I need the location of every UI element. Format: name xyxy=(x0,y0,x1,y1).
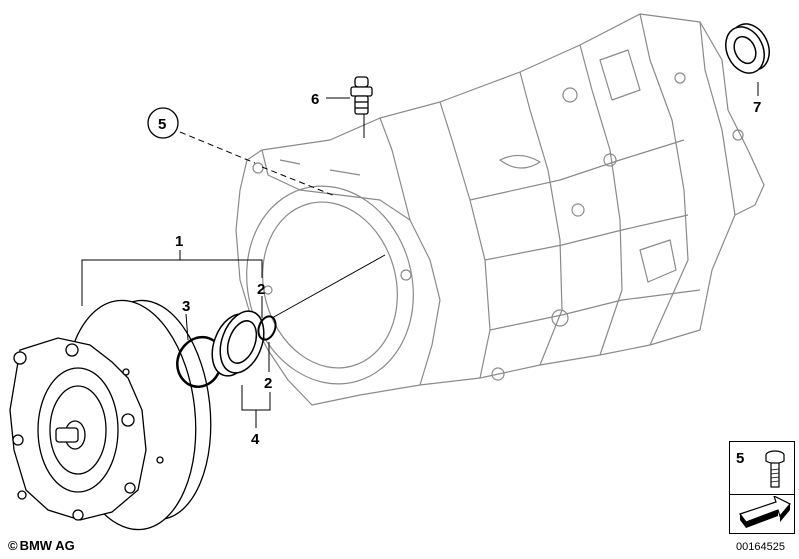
callout-3: 3 xyxy=(182,298,190,315)
shaft-seal-part xyxy=(211,310,265,377)
arrow-icon xyxy=(739,496,791,528)
leader-lines xyxy=(81,82,759,428)
copyright-text: BMW AG xyxy=(19,538,75,553)
callout-5: 5 xyxy=(158,116,166,133)
callout-1: 1 xyxy=(175,233,183,250)
inset-callout-5: 5 xyxy=(736,450,745,467)
callout-2-upper: 2 xyxy=(257,281,265,298)
callout-5-circle xyxy=(147,107,179,139)
bolt-icon xyxy=(765,450,785,488)
callout-7: 7 xyxy=(753,99,761,116)
output-seal-part xyxy=(725,23,770,74)
inset-box: 5 xyxy=(729,441,795,534)
copyright-notice: © BMW AG xyxy=(8,538,75,553)
callout-2-lower: 2 xyxy=(264,375,272,392)
document-number: 00164525 xyxy=(736,541,785,553)
screw-plug-part xyxy=(350,76,373,115)
callout-4: 4 xyxy=(251,431,260,448)
copyright-icon: © xyxy=(8,538,18,553)
o-ring-part xyxy=(257,315,277,341)
callout-6: 6 xyxy=(311,91,319,108)
inset-divider xyxy=(730,494,794,495)
transmission-housing xyxy=(235,13,765,406)
torque-converter xyxy=(9,299,212,531)
